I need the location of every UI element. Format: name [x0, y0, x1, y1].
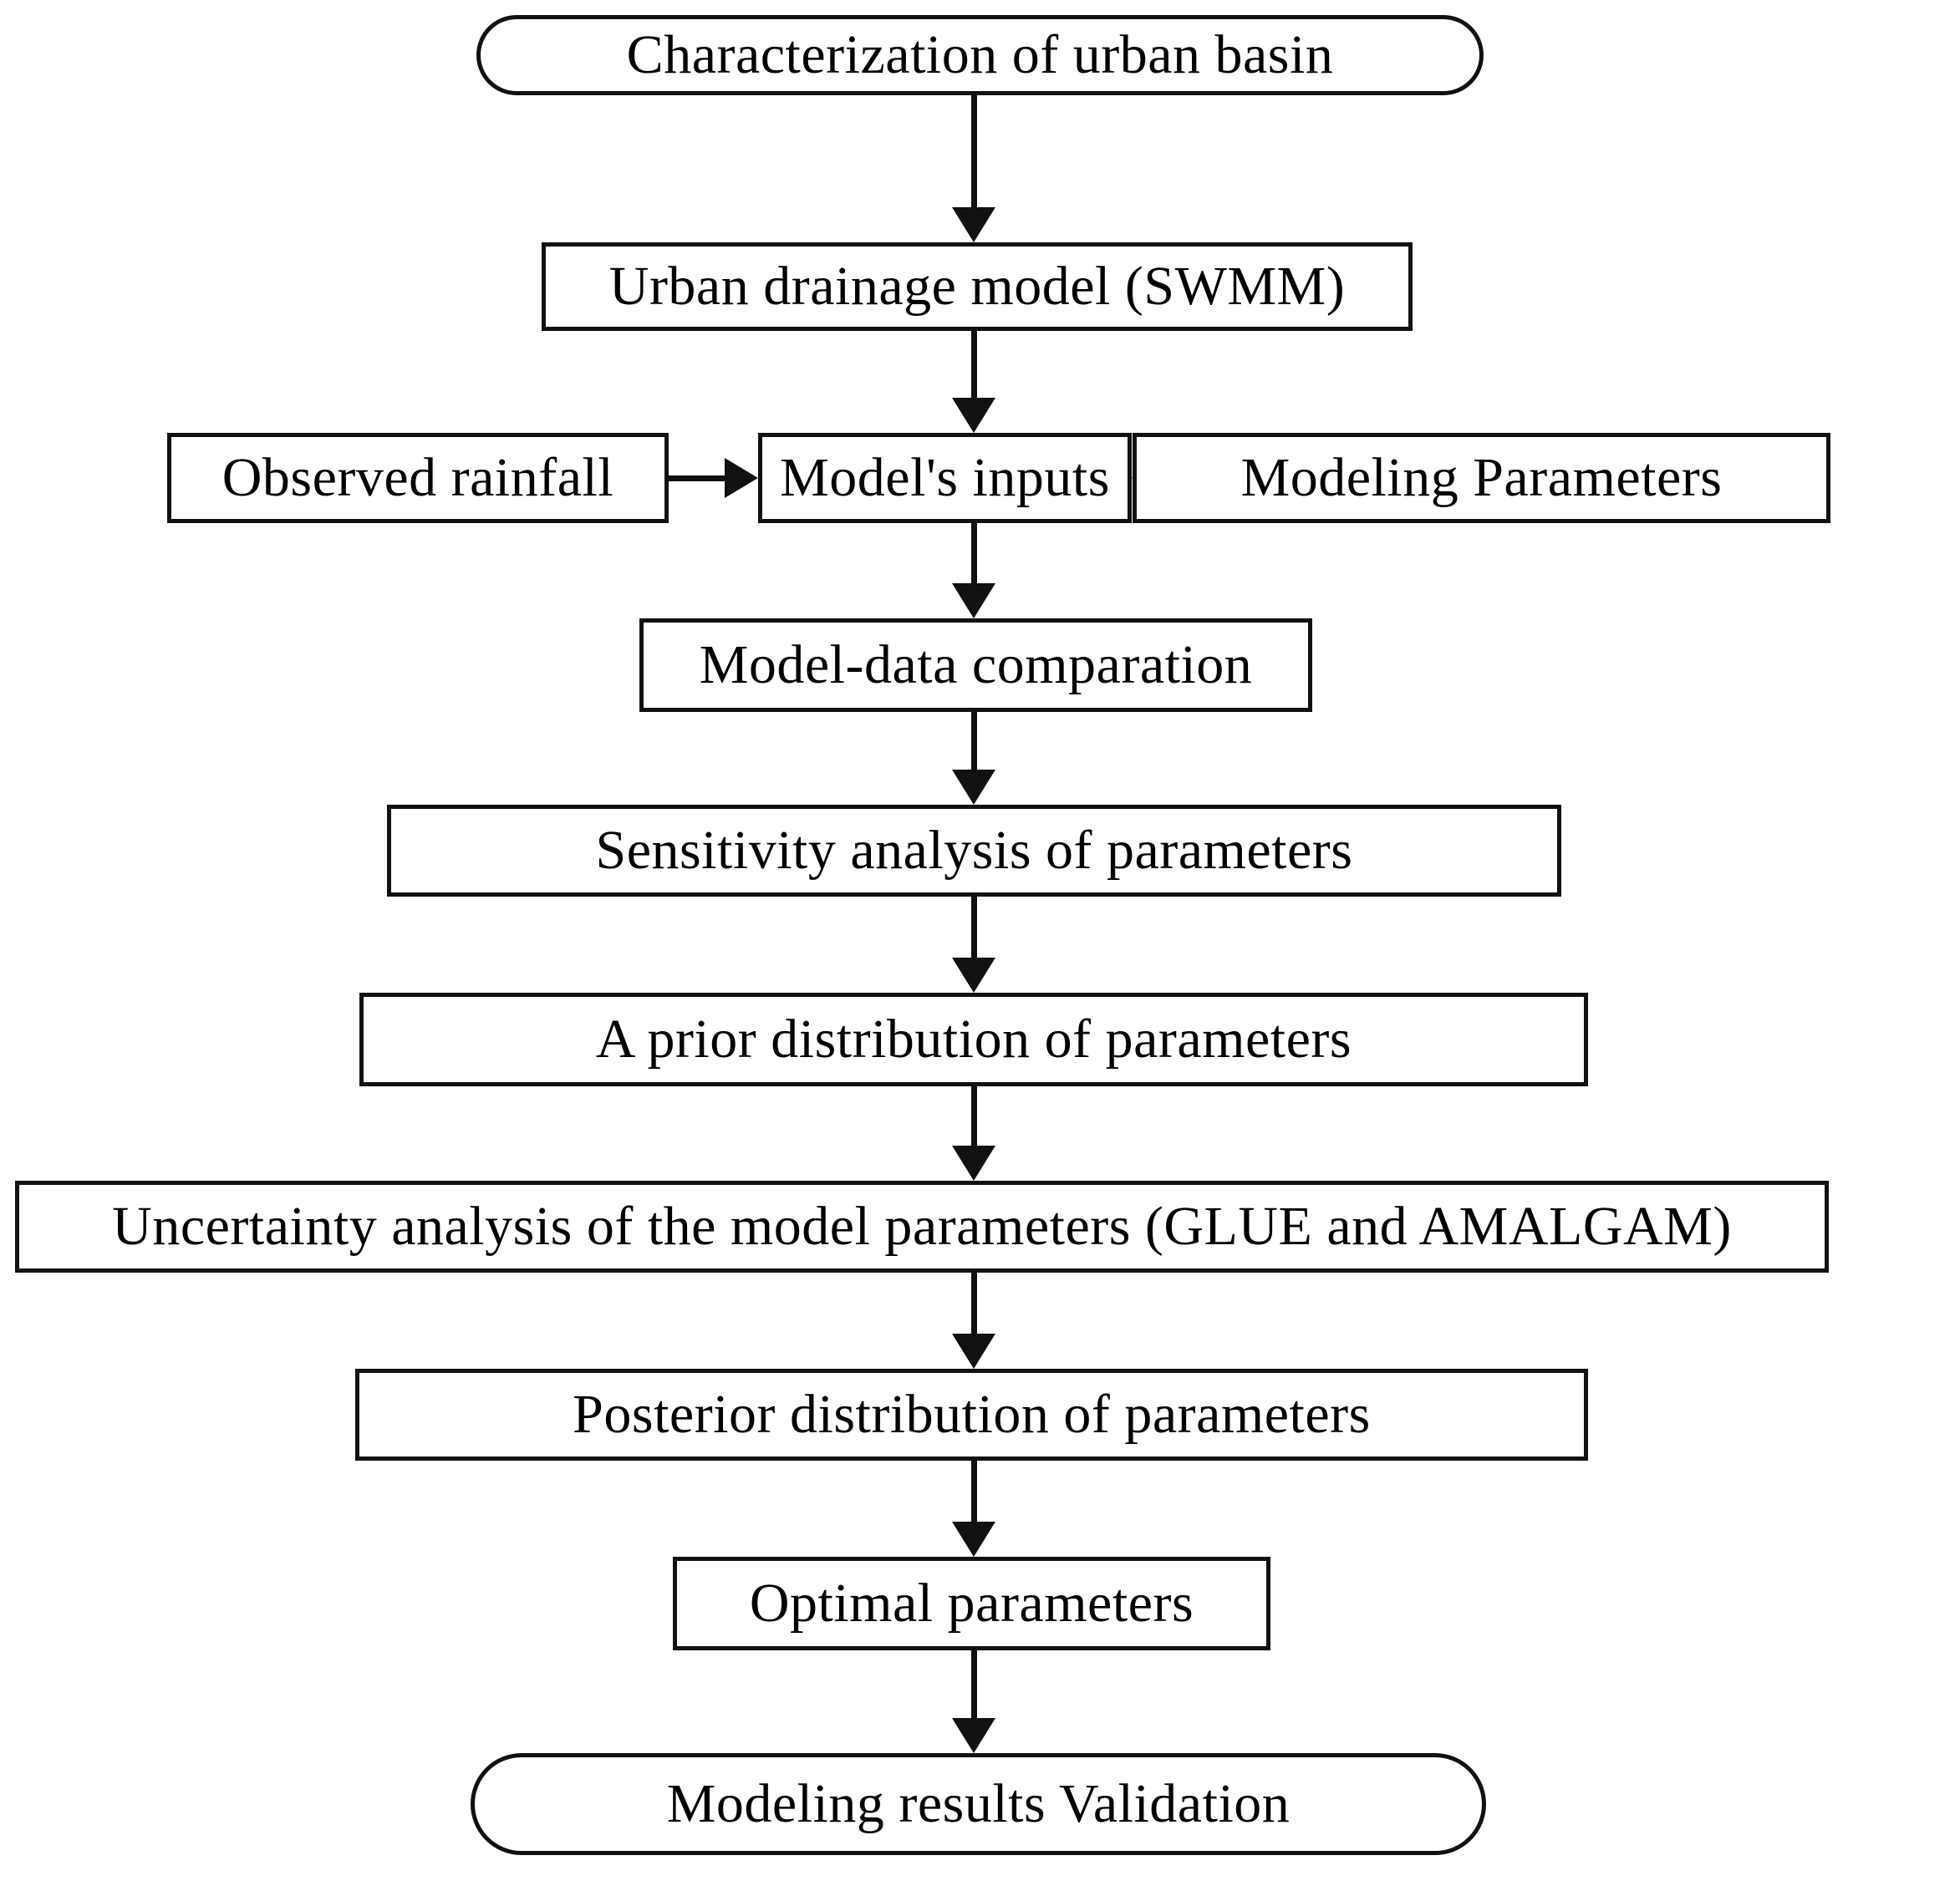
node-modeling-parameters-label: Modeling Parameters	[1240, 447, 1723, 508]
node-characterization-label: Characterization of urban basin	[626, 24, 1334, 85]
node-observed-rainfall[interactable]: Observed rainfall	[167, 433, 669, 523]
node-characterization[interactable]: Characterization of urban basin	[476, 15, 1484, 95]
node-posterior-distribution[interactable]: Posterior distribution of parameters	[355, 1369, 1588, 1461]
node-sensitivity-analysis-label: Sensitivity analysis of parameters	[595, 820, 1353, 881]
node-prior-distribution[interactable]: A prior distribution of parameters	[359, 993, 1588, 1086]
node-model-data-comparation[interactable]: Model-data comparation	[639, 618, 1312, 712]
node-uncertainty-analysis[interactable]: Uncertainty analysis of the model parame…	[15, 1181, 1829, 1273]
node-uncertainty-analysis-label: Uncertainty analysis of the model parame…	[112, 1196, 1732, 1257]
node-models-inputs-label: Model's inputs	[780, 447, 1110, 508]
node-modeling-results-validation-label: Modeling results Validation	[666, 1773, 1291, 1834]
node-modeling-results-validation[interactable]: Modeling results Validation	[471, 1753, 1486, 1855]
node-optimal-parameters[interactable]: Optimal parameters	[673, 1557, 1270, 1650]
node-prior-distribution-label: A prior distribution of parameters	[595, 1009, 1352, 1070]
node-urban-drainage-model[interactable]: Urban drainage model (SWMM)	[542, 242, 1413, 331]
node-sensitivity-analysis[interactable]: Sensitivity analysis of parameters	[387, 805, 1561, 897]
node-observed-rainfall-label: Observed rainfall	[221, 447, 614, 508]
node-optimal-parameters-label: Optimal parameters	[749, 1573, 1194, 1634]
node-model-data-comparation-label: Model-data comparation	[699, 634, 1253, 695]
node-modeling-parameters[interactable]: Modeling Parameters	[1133, 433, 1830, 523]
node-models-inputs[interactable]: Model's inputs	[758, 433, 1132, 523]
node-urban-drainage-model-label: Urban drainage model (SWMM)	[608, 256, 1346, 317]
node-posterior-distribution-label: Posterior distribution of parameters	[573, 1384, 1371, 1445]
